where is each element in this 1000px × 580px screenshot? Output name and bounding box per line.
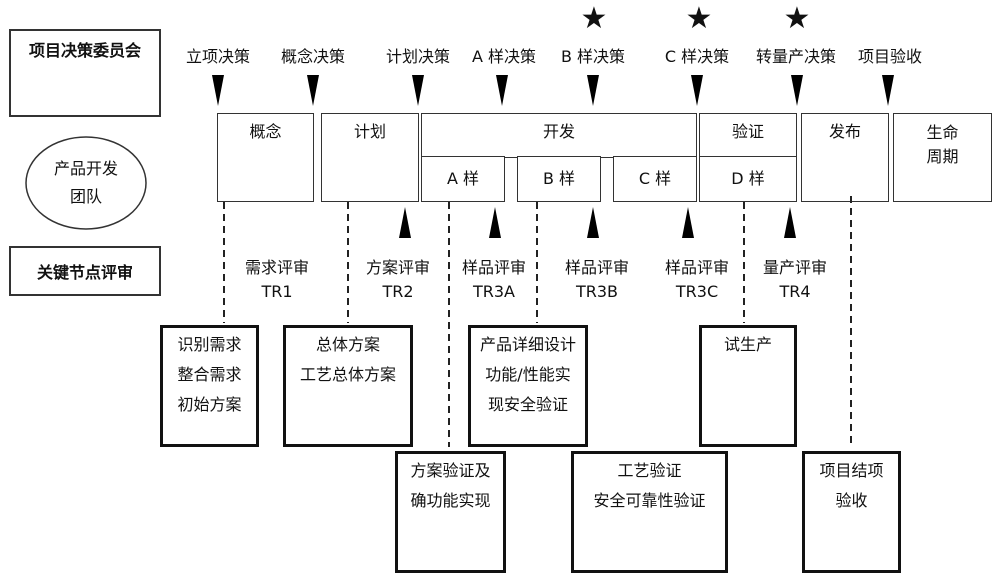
review-code: TR3A <box>472 282 515 301</box>
deliverable-line: 试生产 <box>723 335 772 354</box>
sample-a-box: A 样 <box>421 156 505 202</box>
decision-arrow-icon <box>587 75 599 106</box>
phase-lifecycle: 生命 周期 <box>893 113 992 202</box>
review-item: 样品评审 TR3B <box>552 256 642 304</box>
deliverable-line: 验收 <box>835 491 868 510</box>
decision-arrow-icon <box>496 75 508 106</box>
decision-label: C 样决策 <box>664 47 730 66</box>
phase-plan: 计划 <box>321 113 419 202</box>
review-name: 样品评审 <box>564 258 629 277</box>
deliverable-line: 初始方案 <box>177 395 242 414</box>
review-code: TR1 <box>261 282 293 301</box>
review-name: 样品评审 <box>664 258 729 277</box>
review-arrow-icon <box>399 207 411 238</box>
star-icon: ★ <box>580 1 608 36</box>
deliverable-line: 现安全验证 <box>487 395 568 414</box>
review-name: 量产评审 <box>762 258 827 277</box>
review-code: TR3B <box>575 282 619 301</box>
review-arrow-icon <box>784 207 796 238</box>
deliverable-plan-verification: 方案验证及 确功能实现 <box>395 451 506 573</box>
team-label-line2: 团队 <box>69 187 102 206</box>
deliverable-detailed-design: 产品详细设计 功能/性能实 现安全验证 <box>468 325 588 447</box>
review-item: 需求评审 TR1 <box>232 256 322 304</box>
review-item: 样品评审 TR3A <box>449 256 539 304</box>
committee-label: 项目决策委员会 <box>28 41 141 60</box>
phase-verify: 验证 <box>699 113 797 158</box>
sample-b-label: B 样 <box>542 169 576 188</box>
deliverable-line: 安全可靠性验证 <box>593 491 706 510</box>
phase-release-label: 发布 <box>828 122 861 141</box>
review-item: 方案评审 TR2 <box>353 256 443 304</box>
deliverable-process-verification: 工艺验证 安全可靠性验证 <box>571 451 728 573</box>
deliverable-line: 整合需求 <box>177 365 242 384</box>
review-arrow-icon <box>489 207 501 238</box>
team-label: 产品开发 团队 <box>26 155 146 211</box>
phase-develop: 开发 <box>421 113 697 158</box>
sample-c-box: C 样 <box>613 156 697 202</box>
decision-label: 转量产决策 <box>755 47 836 66</box>
review-code: TR3C <box>675 282 719 301</box>
sample-d-box: D 样 <box>699 156 797 202</box>
sample-a-label: A 样 <box>446 169 480 188</box>
decision-arrow-icon <box>212 75 224 106</box>
decision-label: 计划决策 <box>385 47 450 66</box>
review-label: 关键节点评审 <box>36 263 133 282</box>
phase-develop-label: 开发 <box>542 122 575 141</box>
deliverable-overall-plan: 总体方案 工艺总体方案 <box>283 325 413 447</box>
review-arrow-icon <box>682 207 694 238</box>
star-icon: ★ <box>685 1 713 36</box>
deliverable-trial-production: 试生产 <box>699 325 797 447</box>
phase-lifecycle-line2: 周期 <box>926 147 959 166</box>
sample-b-box: B 样 <box>517 156 601 202</box>
phase-release: 发布 <box>801 113 889 202</box>
review-item: 样品评审 TR3C <box>652 256 742 304</box>
deliverable-line: 方案验证及 <box>410 461 491 480</box>
deliverable-line: 产品详细设计 <box>479 335 576 354</box>
decision-label: 概念决策 <box>280 47 345 66</box>
phase-verify-label: 验证 <box>731 122 764 141</box>
phase-plan-label: 计划 <box>353 122 386 141</box>
decision-arrow-icon <box>412 75 424 106</box>
decision-arrow-icon <box>791 75 803 106</box>
decision-label: 立项决策 <box>185 47 250 66</box>
team-label-line1: 产品开发 <box>53 159 118 178</box>
star-icon: ★ <box>783 1 811 36</box>
decision-arrow-icon <box>882 75 894 106</box>
decision-label: B 样决策 <box>560 47 626 66</box>
phase-concept-label: 概念 <box>249 122 282 141</box>
review-arrow-icon <box>587 207 599 238</box>
deliverable-line: 总体方案 <box>315 335 380 354</box>
decision-label: A 样决策 <box>471 47 537 66</box>
phase-concept: 概念 <box>217 113 314 202</box>
deliverable-line: 识别需求 <box>177 335 242 354</box>
deliverable-line: 工艺验证 <box>617 461 682 480</box>
review-code: TR4 <box>779 282 811 301</box>
review-code: TR2 <box>382 282 414 301</box>
decision-label: 项目验收 <box>857 47 922 66</box>
review-name: 需求评审 <box>244 258 309 277</box>
deliverable-requirements: 识别需求 整合需求 初始方案 <box>160 325 259 447</box>
deliverable-line: 项目结项 <box>819 461 884 480</box>
deliverable-project-closure: 项目结项 验收 <box>802 451 901 573</box>
review-box: 关键节点评审 <box>9 246 161 296</box>
decision-arrow-icon <box>691 75 703 106</box>
deliverable-line: 确功能实现 <box>410 491 491 510</box>
review-item: 量产评审 TR4 <box>750 256 840 304</box>
deliverable-line: 功能/性能实 <box>485 365 571 384</box>
committee-box: 项目决策委员会 <box>9 29 161 117</box>
decision-arrow-icon <box>307 75 319 106</box>
sample-d-label: D 样 <box>731 169 765 188</box>
review-name: 方案评审 <box>365 258 430 277</box>
deliverable-line: 工艺总体方案 <box>299 365 396 384</box>
review-name: 样品评审 <box>461 258 526 277</box>
sample-c-label: C 样 <box>638 169 672 188</box>
phase-lifecycle-line1: 生命 <box>926 123 959 142</box>
